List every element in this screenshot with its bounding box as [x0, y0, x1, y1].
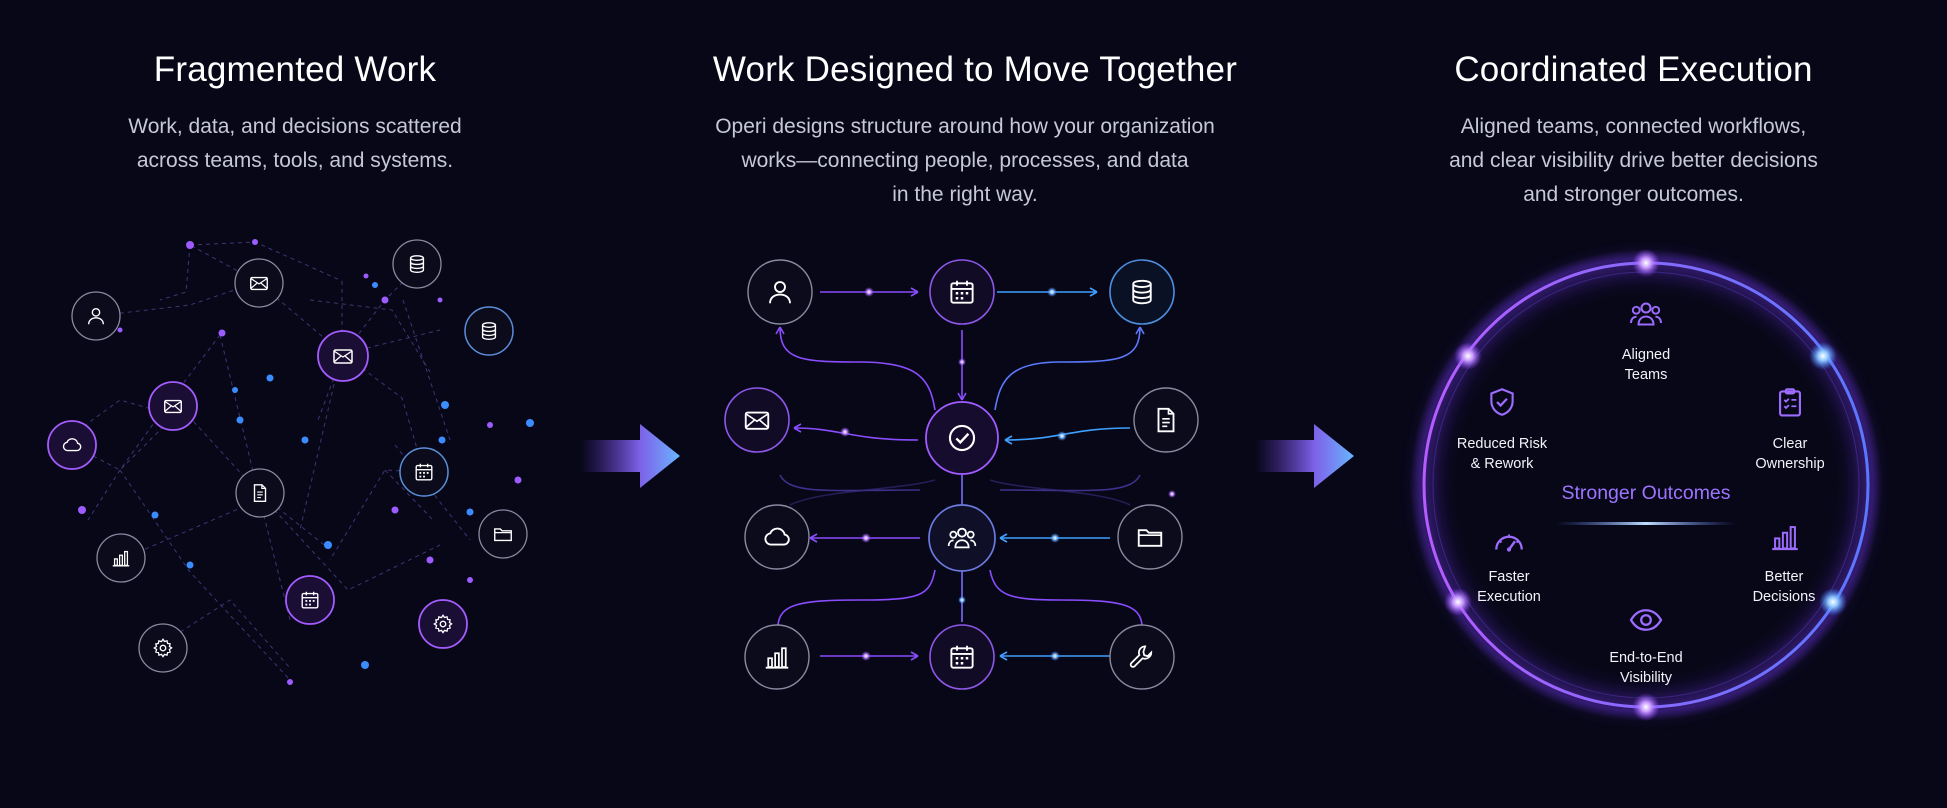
- user-icon: [71, 291, 121, 341]
- cloud-icon: [47, 420, 97, 470]
- outcome-line: Better: [1764, 569, 1804, 585]
- outcome-line: Visibility: [1619, 670, 1673, 686]
- arrow-1: [580, 424, 680, 488]
- description-line: in the right way.: [892, 183, 1038, 206]
- panel-title: Fragmented Work: [153, 50, 437, 89]
- chart-icon: [744, 624, 810, 690]
- arrow-2: [1255, 424, 1354, 488]
- outcome-line: Faster: [1488, 569, 1530, 585]
- panel-description: Aligned teams, connected workflows, and …: [1340, 110, 1927, 212]
- check-icon: [925, 401, 999, 475]
- ring-glow-dots: [1444, 249, 1847, 721]
- outcome-end-to-end-visibility: End-to-End Visibility: [1576, 648, 1716, 688]
- outcome-line: Teams: [1624, 367, 1668, 383]
- outcome-line: Reduced Risk: [1456, 436, 1548, 452]
- fragmented-network: [47, 239, 534, 685]
- outcome-line: Clear: [1772, 436, 1808, 452]
- description-line: and stronger outcomes.: [1523, 183, 1744, 206]
- outcome-reduced-risk: Reduced Risk & Rework: [1432, 434, 1572, 474]
- panel-work-designed: Work Designed to Move Together Operi des…: [650, 0, 1280, 808]
- chart-icon: [96, 533, 146, 583]
- mail-icon: [234, 258, 284, 308]
- network-dots: [78, 239, 534, 685]
- gear-icon: [418, 599, 468, 649]
- document-icon: [235, 468, 285, 518]
- calendar-icon: [929, 624, 995, 690]
- outcome-line: Aligned: [1621, 347, 1671, 363]
- calendar-icon: [929, 259, 995, 325]
- panel-description: Operi designs structure around how your …: [650, 110, 1280, 212]
- outcome-faster-execution: Faster Execution: [1439, 567, 1579, 607]
- calendar-icon: [399, 447, 449, 497]
- outcome-line: Decisions: [1752, 589, 1816, 605]
- outcome-line: & Rework: [1470, 456, 1534, 472]
- outcome-line: End-to-End: [1609, 650, 1683, 666]
- outcomes-ring: [1410, 249, 1882, 721]
- flow-diagram: [724, 259, 1199, 690]
- description-line: Aligned teams, connected workflows,: [1460, 115, 1807, 138]
- description-line: and clear visibility drive better decisi…: [1449, 149, 1818, 172]
- center-divider: [1556, 522, 1736, 525]
- mail-icon: [148, 381, 198, 431]
- description-line: works—connecting people, processes, and …: [741, 149, 1189, 172]
- outcome-better-decisions: Better Decisions: [1714, 567, 1854, 607]
- panel-title: Work Designed to Move Together: [712, 50, 1238, 89]
- folder-icon: [1117, 504, 1183, 570]
- description-line: across teams, tools, and systems.: [136, 149, 454, 172]
- gear-icon: [138, 623, 188, 673]
- mail-icon: [317, 330, 369, 382]
- cloud-icon: [744, 504, 810, 570]
- outcome-line: Ownership: [1755, 456, 1825, 472]
- mail-icon: [724, 387, 790, 453]
- user-icon: [747, 259, 813, 325]
- panel-coordinated-execution: Coordinated Execution Aligned teams, con…: [1340, 0, 1947, 808]
- folder-icon: [478, 509, 528, 559]
- panel-fragmented-work: Fragmented Work Work, data, and decision…: [0, 0, 590, 808]
- team-icon: [928, 504, 996, 572]
- calendar-icon: [285, 575, 335, 625]
- outcome-aligned-teams: Aligned Teams: [1576, 345, 1716, 385]
- document-icon: [1133, 387, 1199, 453]
- database-icon: [1109, 259, 1175, 325]
- database-icon: [392, 239, 442, 289]
- database-icon: [464, 306, 514, 356]
- stronger-outcomes-label: Stronger Outcomes: [1561, 482, 1731, 504]
- outcome-clear-ownership: Clear Ownership: [1720, 434, 1860, 474]
- flow-sparkles: [840, 287, 1176, 661]
- description-line: Operi designs structure around how your …: [715, 115, 1215, 138]
- panel-description: Work, data, and decisions scattered acro…: [0, 110, 590, 178]
- wrench-icon: [1109, 624, 1175, 690]
- panel-title: Coordinated Execution: [1454, 50, 1813, 89]
- description-line: Work, data, and decisions scattered: [128, 115, 462, 138]
- outcome-line: Execution: [1477, 589, 1541, 605]
